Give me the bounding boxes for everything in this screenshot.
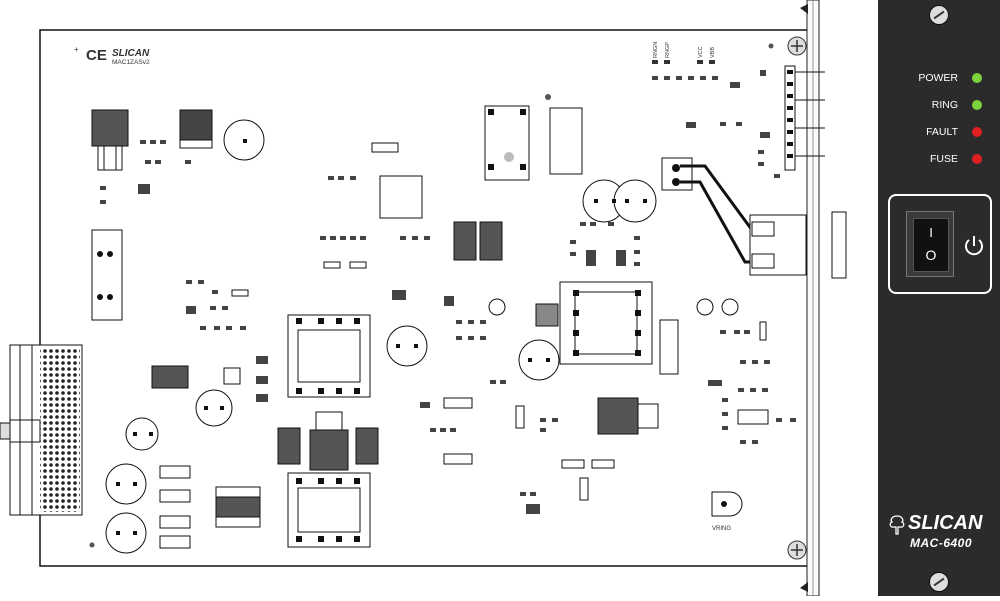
panel-screw-icon (929, 5, 949, 25)
vring-trimmer (711, 491, 743, 517)
panel-model: MAC-6400 (910, 536, 973, 550)
board-model-code: MAC1ZASv2 (112, 59, 150, 66)
led-ring-indicator (972, 100, 982, 110)
front-panel: POWER RING FAULT FUSE I O SLICAN MAC-640… (878, 0, 1000, 596)
ic-chip (231, 261, 769, 501)
backplane-connector (0, 344, 83, 516)
switch-on-symbol: I (929, 225, 933, 240)
led-fuse-indicator (972, 154, 982, 164)
label-vcc: VCC (698, 46, 704, 58)
led-label-fuse: FUSE (929, 153, 958, 165)
relay-component (91, 109, 129, 171)
ic-chip (179, 109, 213, 149)
panel-screw-icon (929, 572, 949, 592)
led-label-ring: RING (931, 99, 958, 111)
resistor-array (91, 229, 123, 321)
power-switch[interactable]: I O (906, 211, 954, 277)
switch-off-symbol: O (925, 247, 937, 263)
label-rngp: RNGP (665, 42, 671, 58)
output-wiring (661, 157, 847, 279)
power-transistor (151, 221, 639, 528)
pcb-board-outline (39, 29, 811, 567)
panel-brand-logo: SLICAN (908, 512, 983, 534)
vring-label: VRING (712, 526, 731, 532)
power-switch-frame: I O (888, 194, 992, 294)
label-vbb: VBB (710, 47, 716, 58)
ce-mark: CE (86, 47, 107, 64)
svg-text:+: + (74, 45, 79, 54)
mounting-screw-icon (787, 36, 807, 56)
brand-tree-icon (889, 515, 905, 535)
board-brand-logo: SLICAN (112, 48, 150, 59)
electrolytic-capacitor (105, 119, 739, 554)
led-power-indicator (972, 73, 982, 83)
led-label-power: POWER (918, 72, 958, 84)
mounting-screw-icon (787, 540, 807, 560)
led-fault-indicator (972, 127, 982, 137)
smd-components (100, 70, 796, 549)
led-label-fault: FAULT (926, 126, 958, 138)
pin-header (784, 65, 825, 171)
label-rngn: RNGN (653, 42, 659, 58)
power-icon (965, 236, 983, 256)
